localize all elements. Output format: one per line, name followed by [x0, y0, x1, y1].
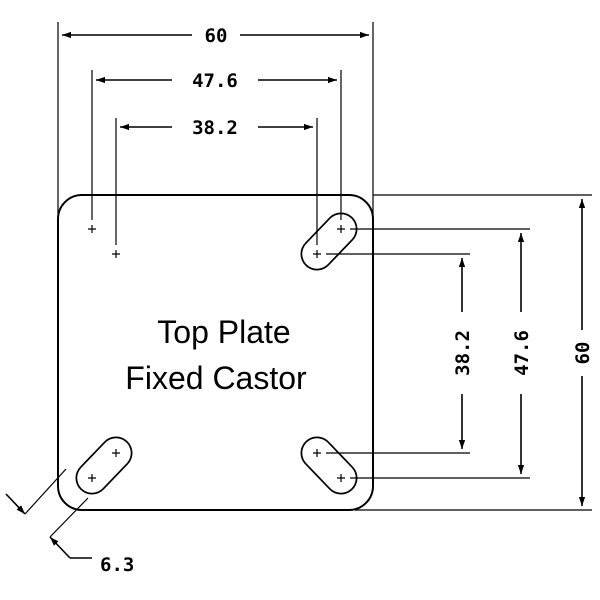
dim-hole-span-outer-h-label: 47.6 [192, 70, 238, 92]
top-plate-outline [57, 194, 374, 511]
dim-hole-span-outer-v-label: 47.6 [511, 330, 533, 376]
slot-top-left [77, 214, 131, 269]
dim-slot-width-label: 6.3 [100, 554, 134, 576]
dim-hole-span-outer-h: 47.6 [96, 70, 337, 92]
slot-bottom-left [75, 436, 133, 495]
dim-outer-height-label: 60 [572, 342, 594, 365]
dim-hole-span-inner-h: 38.2 [120, 117, 313, 139]
plate-title-line1: Top Plate [157, 314, 290, 350]
dim-outer-width-label: 60 [205, 25, 228, 47]
dim-outer-width: 60 [62, 25, 369, 47]
slot-top-right [300, 212, 358, 271]
plate-title-line2: Fixed Castor [125, 360, 307, 396]
hole-center-marks [88, 225, 345, 482]
dim-hole-span-inner-h-label: 38.2 [192, 117, 238, 139]
dim-hole-span-outer-v: 47.6 [511, 233, 533, 474]
dim-outer-height: 60 [572, 199, 594, 506]
extension-lines-right [326, 194, 592, 511]
slot-bottom-right [300, 436, 358, 495]
dim-hole-span-inner-v: 38.2 [452, 258, 474, 449]
dim-hole-span-inner-v-label: 38.2 [452, 330, 474, 376]
dim-slot-width: 6.3 [5, 468, 134, 576]
extension-lines-top [57, 22, 374, 245]
